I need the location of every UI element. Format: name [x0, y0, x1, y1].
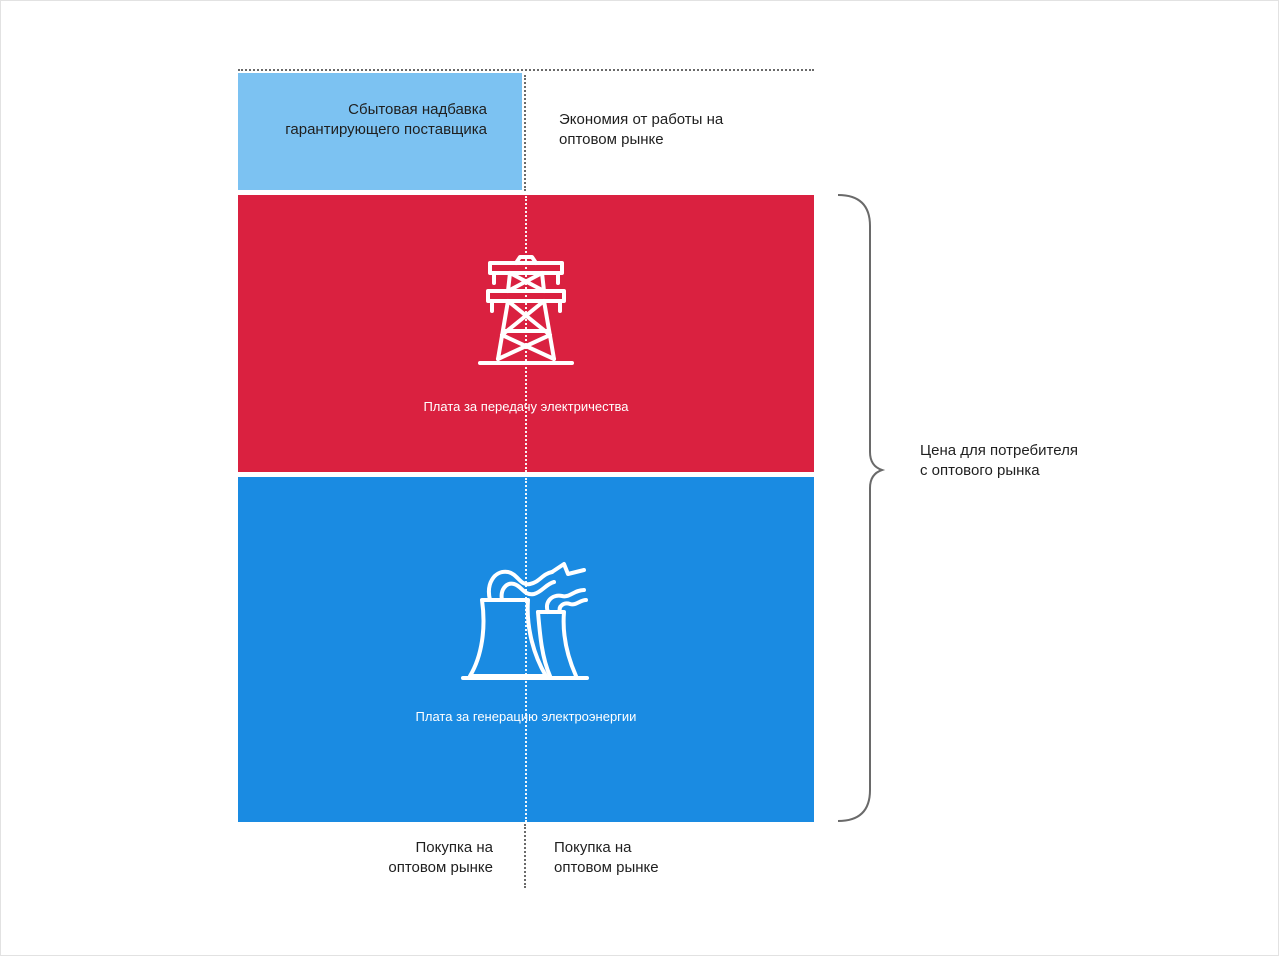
bottom-right-label: Покупка на оптовом рынке — [554, 839, 659, 876]
retail-markup-label: Сбытовая надбавка гарантирующего поставщ… — [285, 101, 487, 138]
vertical-dotted-line-blue — [525, 478, 527, 822]
transmission-label: Плата за передачу электричества — [423, 399, 629, 414]
retail-markup-block: Сбытовая надбавка гарантирующего поставщ… — [238, 73, 522, 190]
top-dotted-line — [238, 69, 814, 71]
consumer-price-label: Цена для потребителя с оптового рынка — [920, 442, 1078, 479]
power-tower-icon — [476, 255, 576, 370]
vertical-dotted-line-bottom — [524, 824, 526, 888]
vertical-dotted-line-red — [525, 196, 527, 472]
savings-label: Экономия от работы на оптовом рынке — [559, 111, 724, 148]
bottom-left-label: Покупка на оптовом рынке — [388, 839, 493, 876]
curly-brace — [836, 194, 886, 822]
generation-label: Плата за генерацию электроэнергии — [415, 709, 637, 724]
vertical-dotted-line-top — [524, 75, 526, 191]
power-plant-icon — [460, 560, 590, 682]
